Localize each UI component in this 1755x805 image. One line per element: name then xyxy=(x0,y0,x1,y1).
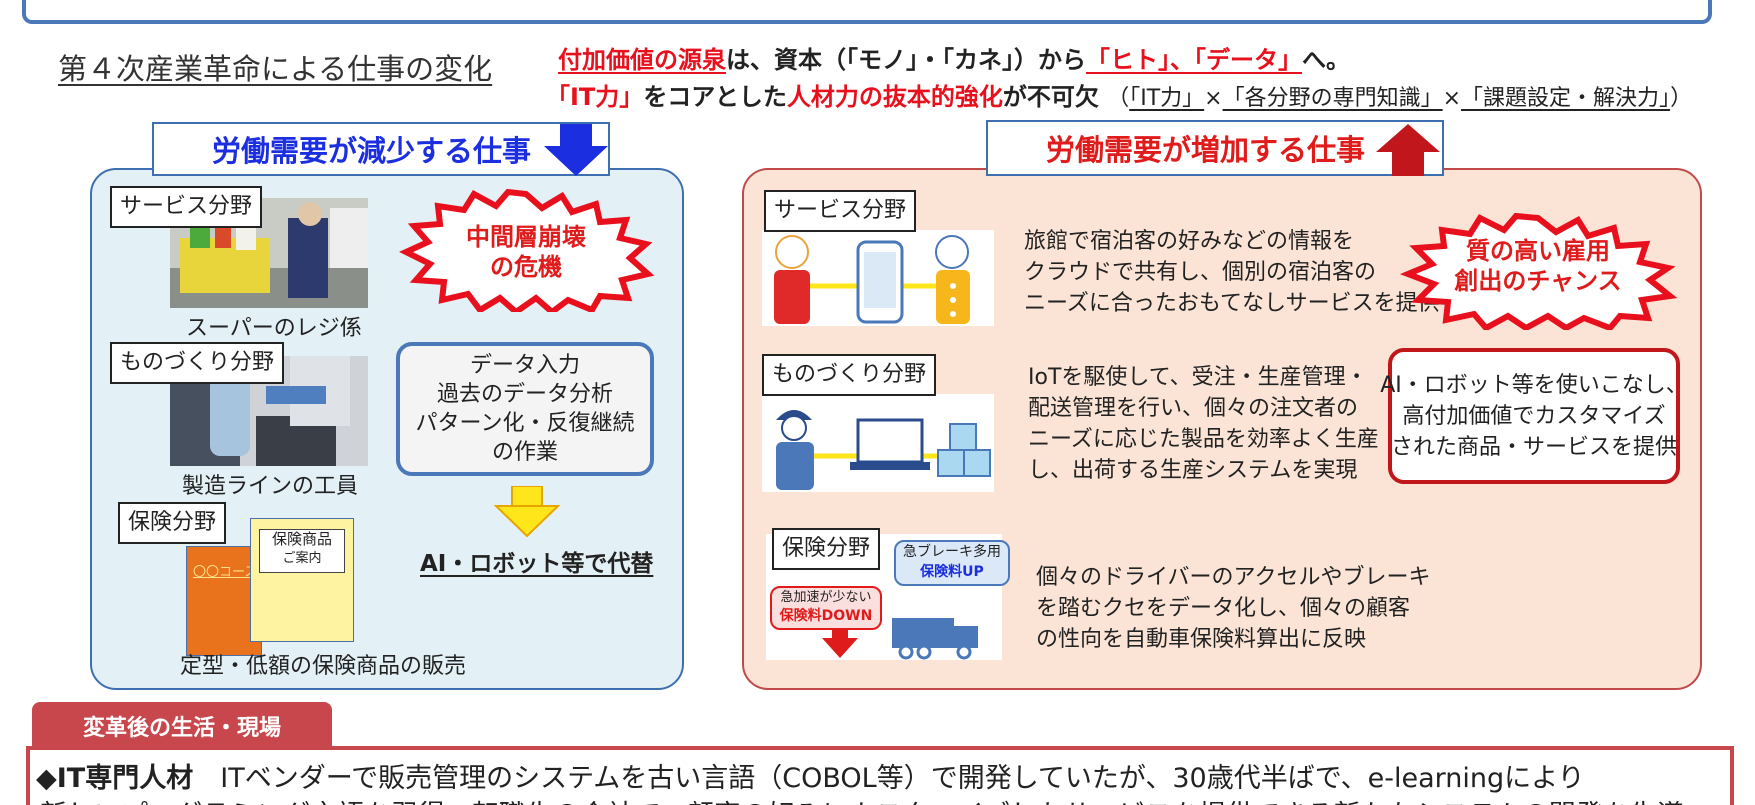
mfg-desc-line3: ニーズに応じた製品を効率よく生産 xyxy=(1028,427,1379,452)
cashier-caption: スーパーのレジ係 xyxy=(186,316,362,341)
mfg-desc-line2: 配送管理を行い、個々の注文者の xyxy=(1028,396,1359,421)
formula-expertise: 「各分野の専門知識」 xyxy=(1222,86,1443,111)
replaceable-tasks-box: データ入力 過去のデータ分析 パターン化・反復継続 の作業 xyxy=(396,342,654,476)
hv-line-1: AI・ロボット等を使いこなし、 xyxy=(1380,372,1688,398)
mfg-desc-line1: IoTを駆使して、受注・生産管理・ xyxy=(1028,365,1368,390)
burst-right-line1: 質の高い雇用 xyxy=(1466,237,1610,265)
insurance-brochure-title2: ご案内 xyxy=(282,551,322,566)
headline1-c: 「ヒト」、「データ」 xyxy=(1086,46,1302,74)
right-mfg-tag: ものづくり分野 xyxy=(762,354,937,396)
formula-times-1: × xyxy=(1204,86,1223,111)
replace-by-ai-text: AI・ロボット等で代替 xyxy=(420,551,654,577)
middle-class-burst xyxy=(399,188,655,312)
premium-down-line2: 保険料DOWN xyxy=(779,608,873,624)
premium-up-line1: 急ブレーキ多用 xyxy=(903,544,1001,560)
left-mfg-tag: ものづくり分野 xyxy=(110,342,285,384)
high-value-services-box: AI・ロボット等を使いこなし、 高付加価値でカスタマイズ された商品・サービスを… xyxy=(1380,348,1688,484)
headline-it-power: 「IT力」をコアとした人材力の抜本的強化が不可欠 （「IT力」×「各分野の専門知… xyxy=(546,77,1692,112)
decreasing-jobs-title: 労働需要が減少する仕事 xyxy=(212,134,532,168)
it-specialist-case-line1: ◆IT専門人材 ITベンダーで販売管理のシステムを古い言語（COBOL等）で開発… xyxy=(36,756,1585,795)
factory-caption: 製造ラインの工員 xyxy=(182,474,359,499)
it-specialist-case-line2: 新しいプログラミング言語を習得。転職先の会社で、顧客の好みにカスタマイズしたサー… xyxy=(40,793,1684,805)
after-transformation-tab: 変革後の生活・現場 xyxy=(32,702,332,750)
insurance-brochure-title-box: 保険商品 ご案内 xyxy=(259,529,345,573)
burst-right-line2: 創出のチャンス xyxy=(1454,267,1622,295)
burst-left-line1: 中間層崩壊 xyxy=(466,223,586,251)
right-service-description: 旅館で宿泊客の好みなどの情報を クラウドで共有し、個別の宿泊客の ニーズに合った… xyxy=(1024,226,1440,319)
ins-desc-line3: の性向を自動車保険料算出に反映 xyxy=(1036,627,1367,652)
iot-factory-svg xyxy=(776,410,991,490)
arrow-up-icon xyxy=(1376,124,1440,176)
quality-jobs-burst xyxy=(1399,212,1678,330)
premium-up-bubble: 急ブレーキ多用 保険料UP xyxy=(894,540,1010,586)
headline-value-source: 付加価値の源泉は、資本（「モノ」・「カネ」）から「ヒト」、「データ」へ。 xyxy=(558,40,1350,75)
headline2-b: をコアとした xyxy=(643,83,787,111)
quality-jobs-burst-text: 質の高い雇用 創出のチャンス xyxy=(1438,236,1638,296)
decreasing-jobs-header: 労働需要が減少する仕事 xyxy=(152,122,610,176)
task-line-4: の作業 xyxy=(491,440,558,465)
formula-open: （ xyxy=(1107,86,1130,111)
right-ins-description: 個々のドライバーのアクセルやブレーキ を踏むクセをデータ化し、個々の顧客 の性向… xyxy=(1036,562,1430,655)
formula-times-2: × xyxy=(1442,86,1462,111)
right-mfg-description: IoTを駆使して、受注・生産管理・ 配送管理を行い、個々の注文者の ニーズに応じ… xyxy=(1028,362,1379,486)
service-desc-line1: 旅館で宿泊客の好みなどの情報を xyxy=(1024,229,1355,254)
formula-problem-solving: 「課題設定・解決力」 xyxy=(1461,86,1671,111)
insurance-course-label: 〇〇コース xyxy=(193,565,258,580)
insurance-brochure-yellow: 保険商品 ご案内 xyxy=(250,518,354,642)
headline1-d: へ。 xyxy=(1302,46,1350,74)
insurance-brochure-orange: 〇〇コース xyxy=(186,546,262,656)
iot-factory-illustration xyxy=(762,394,994,492)
formula-it: 「IT力」 xyxy=(1129,86,1205,111)
yellow-down-arrow-icon xyxy=(494,486,560,538)
ins-desc-line2: を踏むクセをデータ化し、個々の顧客 xyxy=(1036,596,1411,621)
headline2-a: 「IT力」 xyxy=(546,83,644,111)
increasing-jobs-header: 労働需要が増加する仕事 xyxy=(986,120,1444,176)
headline1-b: は、資本（「モノ」・「カネ」）から xyxy=(726,46,1086,74)
right-service-tag: サービス分野 xyxy=(764,190,917,232)
it-specialist-label: ◆IT専門人材 xyxy=(36,763,194,794)
hv-line-3: された商品・サービスを提供 xyxy=(1391,434,1678,460)
hv-line-2: 高付加価値でカスタマイズ xyxy=(1402,403,1666,429)
premium-down-bubble: 急加速が少ない 保険料DOWN xyxy=(770,586,882,630)
insurance-brochure-title1: 保険商品 xyxy=(271,530,332,548)
right-ins-tag: 保険分野 xyxy=(772,528,881,570)
ins-desc-line1: 個々のドライバーのアクセルやブレーキ xyxy=(1036,565,1431,590)
task-line-1: データ入力 xyxy=(469,353,580,378)
formula-close: ） xyxy=(1670,86,1693,111)
premium-up-line2: 保険料UP xyxy=(920,564,984,580)
mfg-desc-line4: し、出荷する生産システムを実現 xyxy=(1028,458,1358,483)
task-line-2: 過去のデータ分析 xyxy=(436,382,613,407)
premium-down-line1: 急加速が少ない xyxy=(780,590,872,605)
burst-left-line2: の危機 xyxy=(490,253,562,281)
left-ins-tag: 保険分野 xyxy=(118,502,227,544)
ryokan-sharing-svg xyxy=(774,235,970,324)
it-specialist-text: ITベンダーで販売管理のシステムを古い言語（COBOL等）で開発していたが、30… xyxy=(193,763,1585,794)
ryokan-illustration xyxy=(762,230,994,326)
insurance-caption: 定型・低額の保険商品の販売 xyxy=(180,654,467,679)
task-line-3: パターン化・反復継続 xyxy=(415,411,635,436)
middle-class-burst-text: 中間層崩壊 の危機 xyxy=(436,222,616,282)
after-transformation-frame xyxy=(26,746,1734,805)
headline2-d: が不可欠 xyxy=(1002,83,1099,111)
left-service-tag: サービス分野 xyxy=(110,186,263,228)
cashier-illustration xyxy=(170,198,368,308)
page-title: 第４次産業革命による仕事の変化 xyxy=(58,52,493,86)
top-frame xyxy=(22,0,1712,24)
headline2-c: 人材力の抜本的強化 xyxy=(786,83,1003,111)
service-desc-line3: ニーズに合ったおもてなしサービスを提供 xyxy=(1024,291,1440,316)
arrow-down-icon xyxy=(544,124,608,176)
headline2-formula: （「IT力」×「各分野の専門知識」×「課題設定・解決力」） xyxy=(1107,86,1692,111)
increasing-jobs-title: 労働需要が増加する仕事 xyxy=(1046,133,1366,167)
service-desc-line2: クラウドで共有し、個別の宿泊客の xyxy=(1024,260,1377,285)
headline1-a: 付加価値の源泉 xyxy=(558,46,726,74)
